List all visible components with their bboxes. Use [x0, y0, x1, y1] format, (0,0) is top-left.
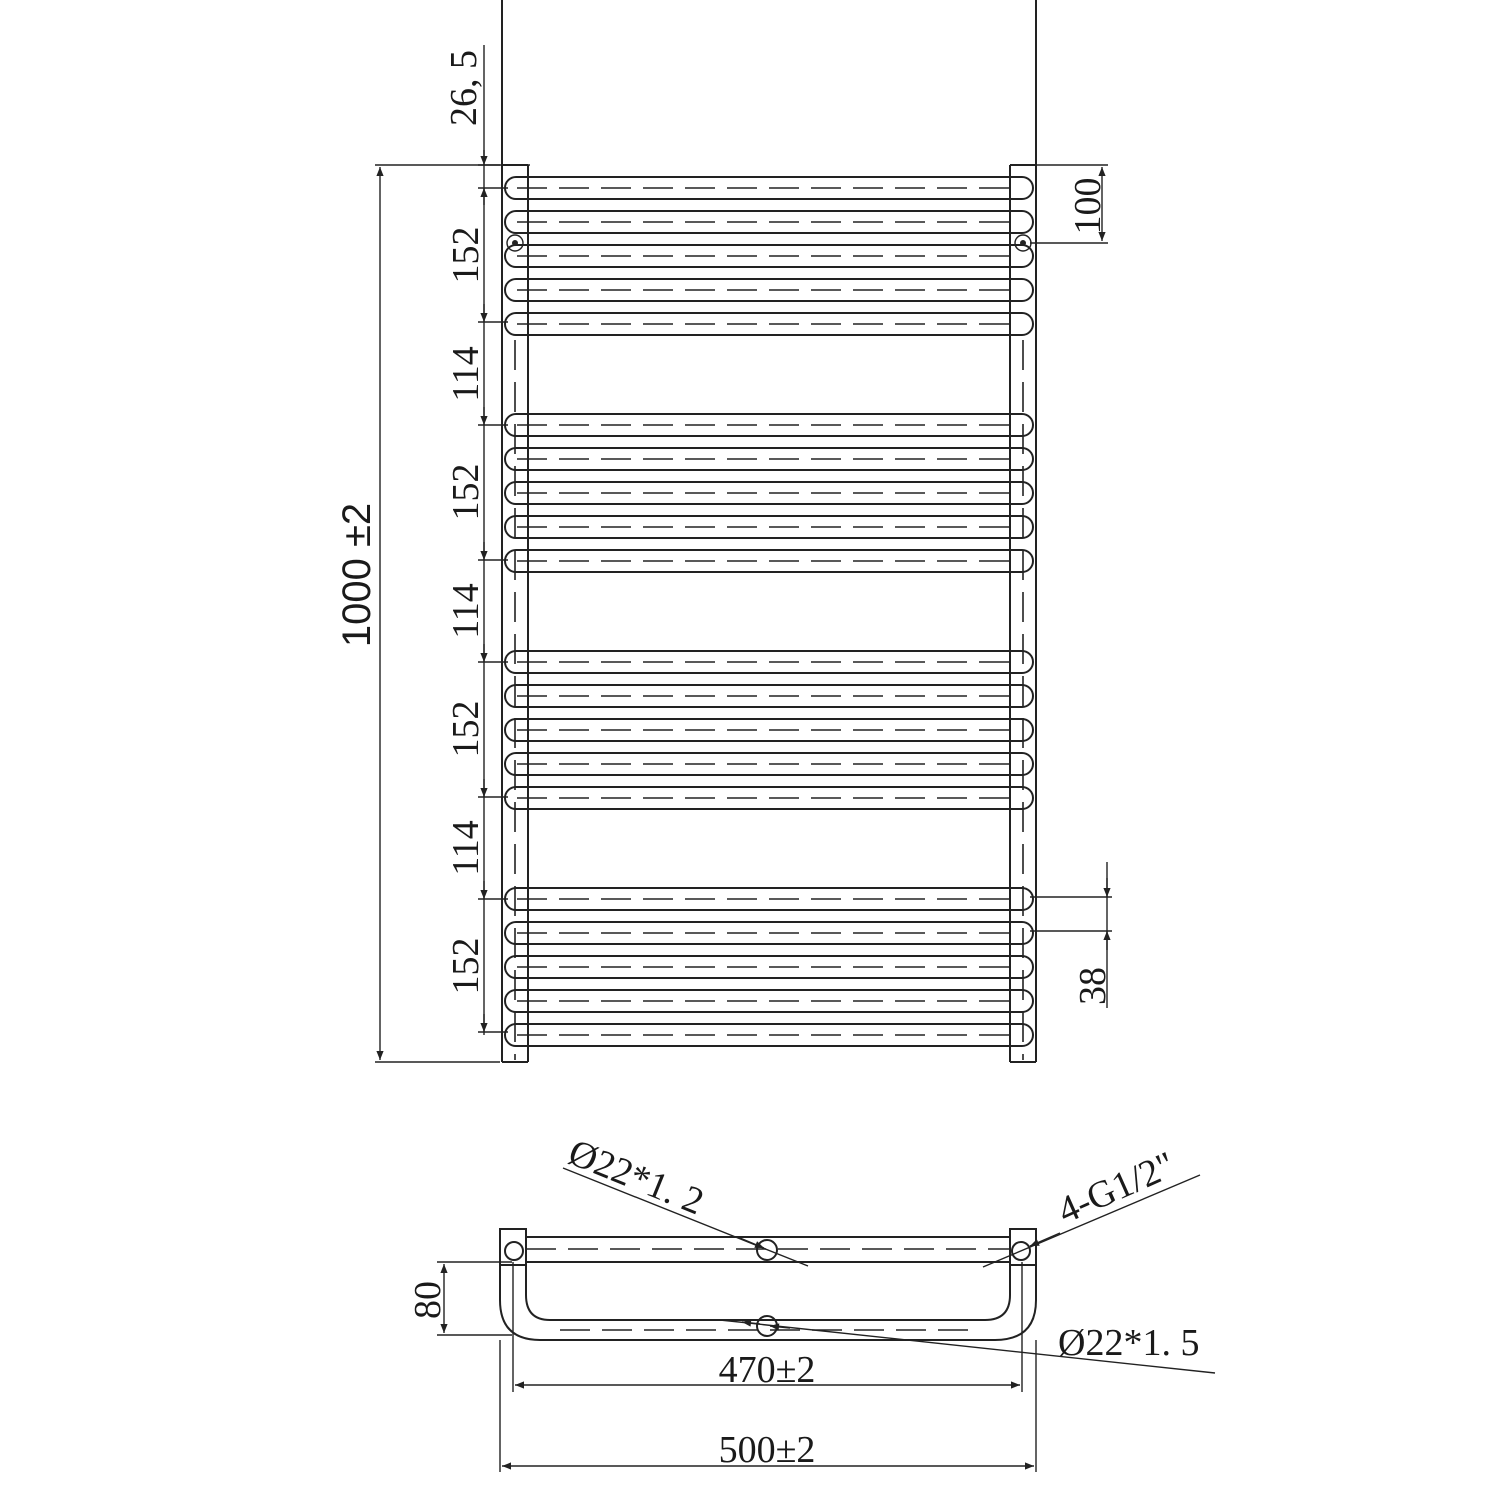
- rail-bar: [504, 278, 1034, 302]
- callout-front-tube: Ø22*1. 2: [563, 1131, 710, 1223]
- right-plan-connection-icon: [1011, 1241, 1031, 1261]
- rail-bar: [504, 718, 1034, 742]
- dim-group-gap-3: 114: [445, 820, 487, 876]
- rail-bar: [504, 210, 1034, 234]
- rail-bar: [504, 312, 1034, 336]
- rail-bar: [504, 786, 1034, 810]
- dim-group-span-3: 152: [445, 701, 487, 758]
- rail-bar: [504, 989, 1034, 1013]
- vertical-dimensions: 26, 5 152 114 152 114 152 114 152 1000 ±…: [335, 45, 530, 1063]
- rail-bar: [504, 921, 1034, 945]
- right-dimensions: 100 38: [1030, 164, 1114, 1008]
- rail-bar: [504, 684, 1034, 708]
- dim-tube-pitch: 38: [1072, 967, 1114, 1005]
- rail-bar: [504, 752, 1034, 776]
- rail-bar: [504, 515, 1034, 539]
- callout-connections: 4-G1/2": [1052, 1144, 1182, 1232]
- rail-bar: [504, 481, 1034, 505]
- rail-bar: [504, 447, 1034, 471]
- rail-bar: [504, 1023, 1034, 1047]
- dim-depth: 80: [407, 1281, 449, 1319]
- dim-inner-width: 470±2: [719, 1349, 816, 1391]
- dim-top-offset: 26, 5: [443, 50, 485, 126]
- plan-view: Ø22*1. 2 4-G1/2" Ø22*1. 5 80 470±2 500±2: [407, 1131, 1216, 1472]
- rail-bars: [504, 176, 1034, 1047]
- rail-bar: [504, 413, 1034, 437]
- rail-bar: [504, 887, 1034, 911]
- right-connection-port-icon: [1014, 234, 1032, 252]
- rail-bar: [504, 549, 1034, 573]
- dim-group-span-2: 152: [445, 464, 487, 521]
- dim-group-gap-1: 114: [445, 346, 487, 402]
- dim-group-span-1: 152: [445, 227, 487, 284]
- rail-bar: [504, 650, 1034, 674]
- dim-group-gap-2: 114: [445, 583, 487, 639]
- rail-bar: [504, 955, 1034, 979]
- callout-rear-tube: Ø22*1. 5: [1058, 1322, 1199, 1364]
- dim-side-offset: 100: [1067, 178, 1109, 235]
- rail-bar: [504, 176, 1034, 200]
- rail-bar: [504, 244, 1034, 268]
- dim-total-height: 1000 ±2: [335, 503, 379, 647]
- dim-outer-width: 500±2: [719, 1429, 816, 1471]
- front-elevation: [501, 0, 1037, 1063]
- dim-group-span-4: 152: [445, 938, 487, 995]
- left-connection-port-icon: [506, 234, 524, 252]
- left-plan-connection-icon: [504, 1241, 524, 1261]
- front-tube-section-icon: [756, 1239, 778, 1261]
